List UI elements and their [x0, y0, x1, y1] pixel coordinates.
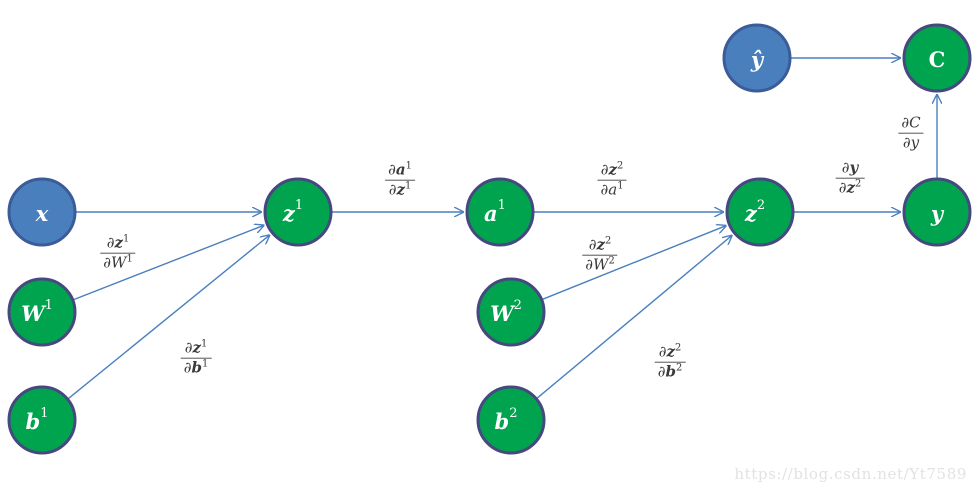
node-W1[interactable]: W1	[7, 277, 77, 347]
node-shape-W1	[7, 277, 77, 347]
node-label-a1: a1	[484, 198, 506, 226]
node-label-b1: b1	[26, 406, 49, 434]
node-shape-z2	[725, 177, 795, 247]
edge-b2-z2	[536, 236, 732, 399]
edge-label-den: ∂a1	[600, 180, 624, 199]
edge-label-num: ∂a1	[385, 161, 415, 181]
edge-label-den: ∂z2	[838, 178, 862, 197]
node-shape-x	[7, 177, 77, 247]
node-W2[interactable]: W2	[476, 277, 546, 347]
edge-label-den: ∂W1	[103, 253, 133, 272]
edge-label-den: ∂y	[902, 133, 920, 152]
edge-label-num: ∂z2	[654, 343, 686, 363]
edge-label-num: ∂z1	[100, 234, 136, 254]
node-b2[interactable]: b2	[476, 385, 546, 455]
edge-label-den: ∂b1	[183, 358, 209, 377]
node-shape-y	[902, 177, 972, 247]
edge-label-dz1-db1: ∂z1∂b1	[180, 339, 212, 377]
edge-b1-z1	[67, 235, 269, 400]
edge-label-dz2-dW2: ∂z2∂W2	[582, 236, 618, 274]
watermark-text: https://blog.csdn.net/Yt7589	[734, 465, 967, 483]
node-a1[interactable]: a1	[465, 177, 535, 247]
edge-label-num: ∂C	[898, 114, 924, 134]
edge-label-num: ∂z1	[180, 339, 212, 359]
edge-label-num: ∂y	[835, 159, 865, 179]
node-z1[interactable]: z1	[263, 177, 333, 247]
edge-label-da1-dz1: ∂a1∂z1	[385, 161, 415, 199]
edges-layer	[67, 58, 937, 400]
edge-label-num: ∂z2	[582, 236, 618, 256]
edge-label-dz2-db2: ∂z2∂b2	[654, 343, 686, 381]
node-yhat[interactable]: ŷ	[722, 23, 792, 93]
node-label-yhat: ŷ	[750, 47, 765, 72]
node-shape-b1	[7, 385, 77, 455]
node-label-y: y	[930, 201, 945, 226]
node-shape-b2	[476, 385, 546, 455]
node-label-b2: b2	[495, 406, 518, 434]
edge-label-dz1-dW1: ∂z1∂W1	[100, 234, 136, 272]
node-label-W2: W2	[490, 298, 522, 326]
node-shape-W2	[476, 277, 546, 347]
edge-label-num: ∂z2	[597, 161, 627, 181]
edge-label-dC-dy: ∂C∂y	[898, 114, 924, 152]
edge-label-den: ∂b2	[657, 362, 683, 381]
node-shape-z1	[263, 177, 333, 247]
edge-label-den: ∂z1	[388, 180, 412, 199]
node-label-z2: z2	[744, 198, 765, 226]
edge-label-dy-dz2: ∂y∂z2	[835, 159, 865, 197]
node-label-z1: z1	[282, 198, 303, 226]
edge-label-dz2-da1: ∂z2∂a1	[597, 161, 627, 199]
node-b1[interactable]: b1	[7, 385, 77, 455]
edge-W1-z1	[73, 225, 264, 301]
node-C[interactable]: C	[902, 23, 972, 93]
node-shape-C	[902, 23, 972, 93]
edge-label-den: ∂W2	[585, 255, 615, 274]
node-label-W1: W1	[21, 298, 53, 326]
node-y[interactable]: y	[902, 177, 972, 247]
node-shape-a1	[465, 177, 535, 247]
node-shape-yhat	[722, 23, 792, 93]
edge-W2-z2	[542, 226, 726, 300]
node-z2[interactable]: z2	[725, 177, 795, 247]
node-label-C: C	[929, 47, 946, 72]
node-label-x: x	[35, 201, 49, 226]
node-x[interactable]: x	[7, 177, 77, 247]
